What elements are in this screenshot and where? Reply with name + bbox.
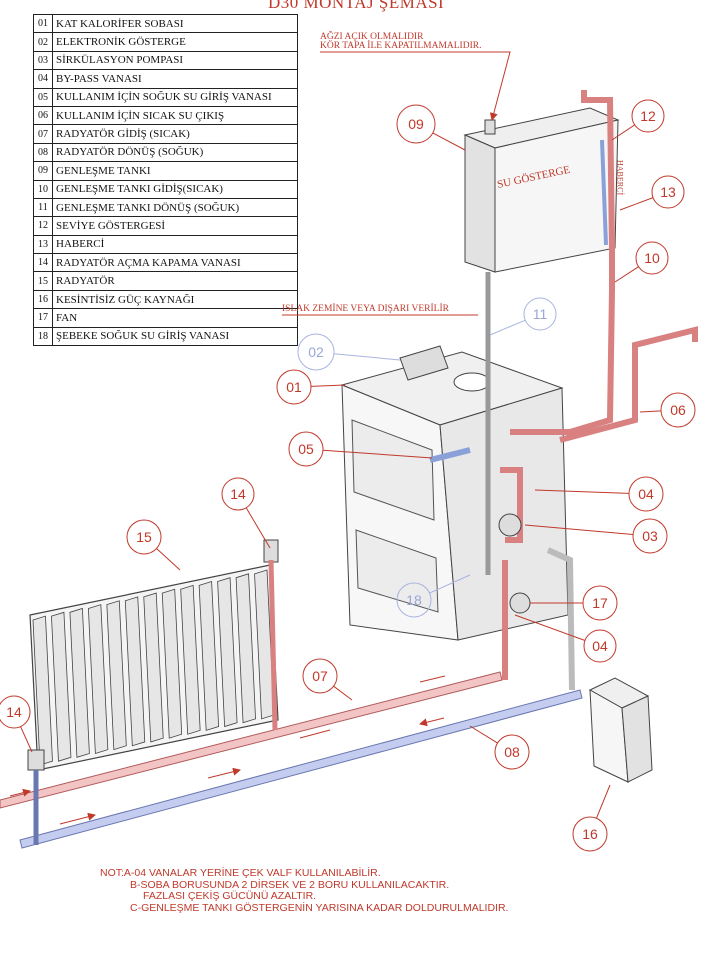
callout-05: 05: [288, 431, 433, 467]
tank-warning-2: KÖR TAPA İLE KAPATILMAMALIDIR.: [320, 39, 481, 51]
callout-number: 14: [230, 486, 246, 502]
boiler: [340, 345, 569, 641]
callout-number: 08: [504, 744, 520, 760]
level-gauge-pipe-12: [600, 139, 608, 246]
callout-number: 11: [533, 306, 548, 322]
radiator-valve-top: [263, 539, 279, 563]
callout-04b: 04: [514, 614, 617, 663]
callout-17: 17: [530, 585, 618, 621]
callout-number: 05: [298, 441, 314, 457]
callout-number: 03: [642, 528, 658, 544]
radiator-fin: [106, 600, 127, 751]
callout-number: 18: [406, 592, 422, 608]
legend-label: KAT KALORİFER SOBASI: [52, 13, 298, 34]
callout-number: 12: [640, 108, 656, 124]
callout-08: 08: [469, 725, 530, 770]
callout-15: 15: [126, 519, 181, 571]
legend-number: 18: [33, 326, 53, 347]
note-c: C-GENLEŞME TANKI GÖSTERGENİN YARISINA KA…: [130, 901, 509, 914]
drain-note: ISLAK ZEMİNE VEYA DIŞARI VERİLİR: [282, 302, 450, 314]
legend-label: ŞEBEKE SOĞUK SU GİRİŞ VANASI: [52, 326, 298, 347]
callout-number: 01: [286, 379, 302, 395]
diagram-title: D30 MONTAJ ŞEMASI: [268, 0, 445, 12]
callout-18: 18: [396, 574, 471, 618]
legend-label: RADYATÖR AÇMA KAPAMA VANASI: [52, 253, 298, 273]
cold-water-inlet-05: [429, 447, 471, 463]
notes: NOT:A-04 VANALAR YERİNE ÇEK VALF KULLANI…: [100, 867, 509, 914]
callout-01: 01: [276, 369, 346, 405]
callout-number: 15: [136, 529, 152, 545]
expansion-supply-pipe-10: [510, 90, 615, 435]
radiator: [27, 539, 279, 845]
callout-11: 11: [489, 297, 557, 336]
callout-13: 13: [619, 175, 685, 211]
radiator-fin: [87, 604, 109, 754]
callout-number: 17: [592, 595, 608, 611]
legend-label: GENLEŞME TANKI: [52, 161, 298, 181]
expansion-tank: [463, 107, 620, 273]
flow-arrows: [9, 675, 446, 825]
callout-09: 09: [396, 104, 466, 151]
legend-label: RADYATÖR: [52, 271, 298, 291]
tank-warning-1: AĞZI AÇIK OLMALIDIR: [320, 30, 424, 42]
radiator-fin: [161, 588, 183, 739]
callout-14a: 14: [221, 477, 271, 549]
ups-unit: [588, 677, 653, 783]
note-b2: FAZLASI ÇEKİŞ GÜCÜNÜ AZALTIR.: [143, 890, 317, 902]
callout-14b: 14: [0, 695, 33, 753]
callout-04a: 04: [534, 476, 664, 512]
legend-label: SEVİYE GÖSTERGESİ: [52, 216, 298, 236]
callout-number: 06: [670, 402, 686, 418]
callout-07: 07: [302, 658, 353, 701]
circulation-pump: [498, 513, 522, 537]
callout-02: 02: [297, 333, 401, 371]
callout-number: 16: [582, 826, 598, 842]
callout-number: 04: [592, 638, 608, 654]
callout-16: 16: [572, 784, 611, 852]
callout-number: 02: [308, 344, 324, 360]
radiator-fin: [51, 611, 72, 762]
note-a: NOT:A-04 VANALAR YERİNE ÇEK VALF KULLANI…: [100, 867, 381, 879]
radiator-fin: [69, 607, 90, 758]
callout-number: 10: [644, 250, 660, 266]
callout-06: 06: [639, 392, 696, 428]
callout-number: 14: [6, 704, 22, 720]
callout-number: 13: [660, 184, 676, 200]
radiator-fin: [32, 615, 53, 766]
note-b: B-SOBA BORUSUNDA 2 DİRSEK VE 2 BORU KULL…: [130, 878, 450, 891]
fan: [509, 592, 531, 614]
callout-10: 10: [614, 241, 669, 283]
callout-number: 04: [638, 486, 654, 502]
radiator-valve-bottom: [27, 749, 45, 771]
callout-number: 07: [312, 668, 328, 684]
haberci-label: HABERCİ: [616, 160, 625, 195]
radiator-fin: [124, 596, 146, 747]
callout-number: 09: [408, 116, 424, 132]
callout-03: 03: [524, 518, 668, 554]
radiator-fin: [198, 581, 220, 731]
legend-label: BY-PASS VANASI: [52, 69, 298, 89]
radiator-fin: [180, 584, 201, 735]
pump-pipework: [500, 467, 575, 691]
hot-water-outlet-pipe-06: [559, 326, 698, 443]
radiator-fin: [143, 592, 164, 743]
electronic-display: [399, 345, 449, 381]
radiator-return-pipe-08: [19, 689, 583, 849]
radiator-fin: [217, 577, 238, 728]
radiator-fin: [235, 573, 256, 724]
callout-12: 12: [611, 99, 665, 141]
